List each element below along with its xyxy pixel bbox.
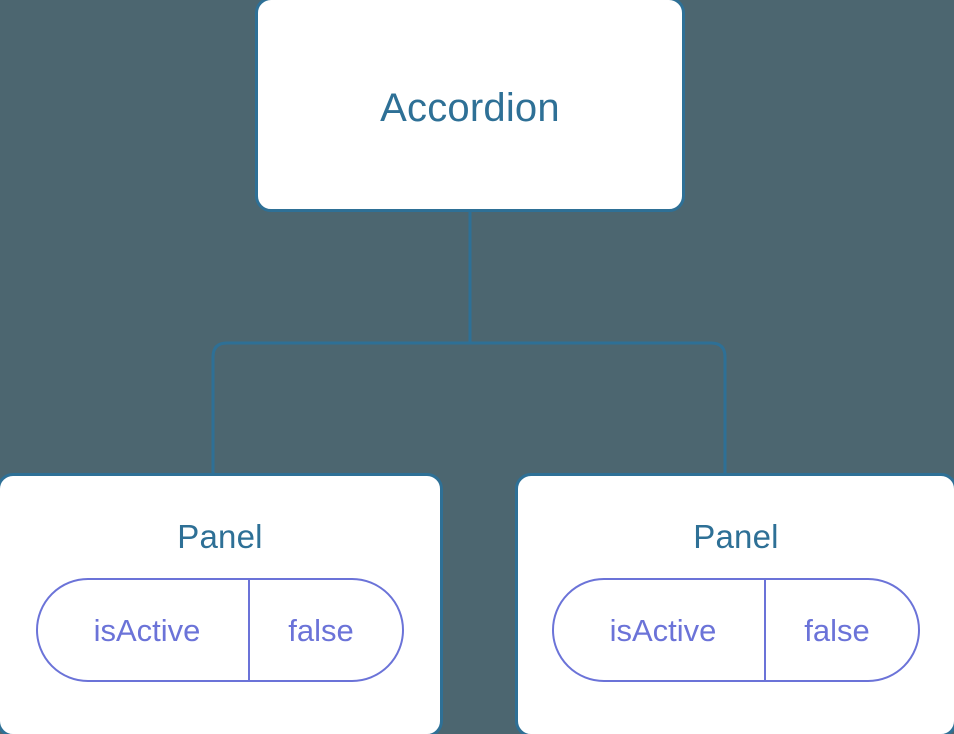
connector-branch-right (470, 341, 727, 478)
node-panel-1-body: Panel isActive false (518, 476, 954, 734)
state-chip-0-value: false (288, 612, 354, 648)
node-panel-0[interactable]: Panel isActive false (0, 473, 443, 734)
node-panel-1[interactable]: Panel isActive false (515, 473, 954, 734)
state-chip-1-key: isActive (554, 580, 766, 680)
connector-branch-left (211, 341, 470, 478)
node-panel-0-body: Panel isActive false (0, 476, 440, 734)
state-chip-1[interactable]: isActive false (552, 578, 920, 682)
node-accordion[interactable]: Accordion (255, 0, 685, 212)
node-panel-1-title: Panel (693, 518, 779, 555)
node-panel-0-title: Panel (177, 518, 263, 555)
state-chip-0-key: isActive (38, 580, 250, 680)
state-chip-1-value: false (804, 612, 870, 648)
state-chip-0[interactable]: isActive false (36, 578, 404, 682)
node-accordion-title: Accordion (380, 86, 560, 130)
